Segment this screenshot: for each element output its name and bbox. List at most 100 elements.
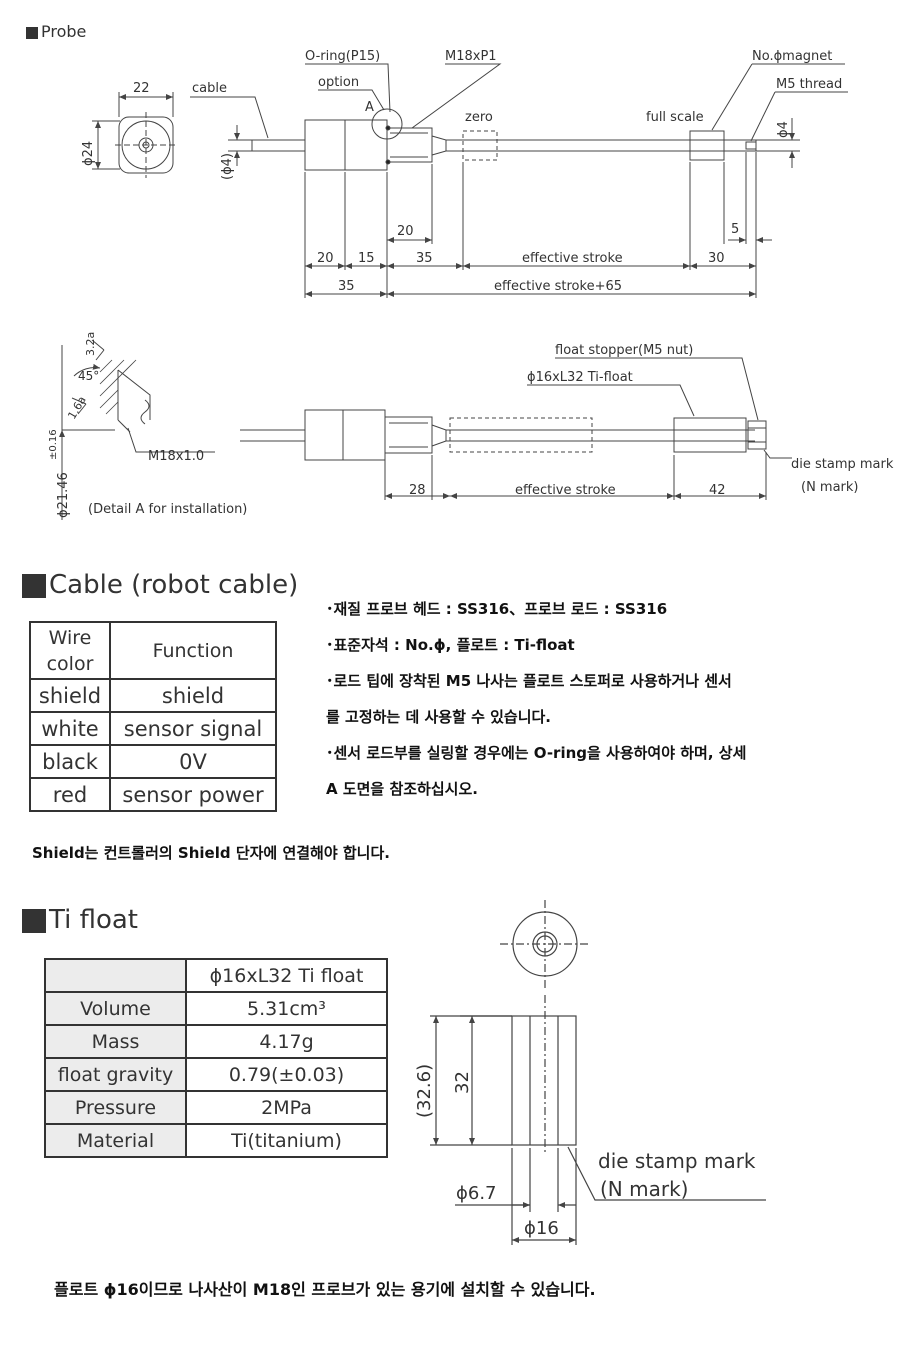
detail-a-caption: (Detail A for installation) <box>88 502 247 517</box>
note-line: ･표준자석 : No.ϕ, 플로트 : Ti-float <box>326 636 575 654</box>
ti-float-drawing: (32.6) 32 die stamp mark (N mark) ϕ6.7 ϕ… <box>414 900 766 1245</box>
wire-color-cell: red <box>29 777 111 812</box>
row-value: 0.79(±0.03) <box>185 1057 388 1092</box>
label-m18x1: M18x1.0 <box>148 449 204 464</box>
dim-phi16: ϕ16 <box>524 1218 559 1239</box>
label-m5-thread: M5 thread <box>776 77 842 92</box>
note-line: A 도면을 참조하십시오. <box>326 780 478 798</box>
wire-color-cell: white <box>29 711 111 746</box>
table-row: shield shield <box>29 678 277 713</box>
dim-5: 5 <box>731 222 739 237</box>
row-label: Mass <box>44 1024 187 1059</box>
table-row: Pressure 2MPa <box>44 1090 388 1125</box>
row-label: Volume <box>44 991 187 1026</box>
ti-float-table-header: ϕ16xL32 Ti float <box>44 958 388 993</box>
table-row: Material Ti(titanium) <box>44 1123 388 1158</box>
label-cable: cable <box>192 81 227 96</box>
note-line: ･재질 프로브 헤드 : SS316、프로브 로드 : SS316 <box>326 600 668 618</box>
float-footer-note: 플로트 ϕ16이므로 나사산이 M18인 프로브가 있는 용기에 설치할 수 있… <box>54 1280 596 1299</box>
square-bullet-icon <box>22 908 46 933</box>
label-a: A <box>365 100 374 115</box>
square-bullet-icon <box>26 26 38 39</box>
label-die-stamp-mark: die stamp mark <box>598 1149 756 1173</box>
cable-section-title: Cable (robot cable) <box>22 570 298 600</box>
label-magnet: No.ϕmagnet <box>752 49 832 64</box>
float-top-view <box>500 900 590 990</box>
label-ti-float: ϕ16xL32 Ti-float <box>527 370 633 385</box>
label-float-stopper: float stopper(M5 nut) <box>555 343 693 358</box>
header-float-spec: ϕ16xL32 Ti float <box>185 958 388 993</box>
dim-35-total: 35 <box>338 279 355 294</box>
dim-effective-stroke: effective stroke <box>522 251 623 266</box>
label-full-scale: full scale <box>646 110 704 125</box>
rough-1-6a: 1.6a <box>65 394 88 421</box>
label-n-mark-float: (N mark) <box>600 1177 688 1201</box>
dim-effective-stroke-2: effective stroke <box>515 483 616 498</box>
ti-float-table: ϕ16xL32 Ti float Volume 5.31cm³ Mass 4.1… <box>44 958 388 1158</box>
angle-45: 45° <box>78 369 99 383</box>
label-m18xp1: M18xP1 <box>445 49 497 64</box>
label-zero: zero <box>465 110 493 125</box>
function-cell: 0V <box>109 744 277 779</box>
dim-42: 42 <box>709 483 726 498</box>
cable-table-header: Wire color Function <box>29 621 277 680</box>
header-wire-color: Wire color <box>29 621 111 680</box>
dim-22: 22 <box>133 81 150 96</box>
dim-phi4-paren: (ϕ4) <box>220 153 235 180</box>
function-cell: sensor signal <box>109 711 277 746</box>
label-die-stamp: die stamp mark <box>791 457 894 472</box>
label-option: option <box>318 75 359 90</box>
dim-tolerance: ±0.16 <box>48 429 59 460</box>
table-row: Mass 4.17g <box>44 1024 388 1059</box>
row-value: 5.31cm³ <box>185 991 388 1026</box>
float-side-view <box>430 995 766 1245</box>
row-value: Ti(titanium) <box>185 1123 388 1158</box>
table-row: black 0V <box>29 744 277 779</box>
dim-20-thread: 20 <box>397 224 414 239</box>
square-bullet-icon <box>22 573 46 598</box>
row-label: Pressure <box>44 1090 187 1125</box>
function-cell: sensor power <box>109 777 277 812</box>
dim-32-6: (32.6) <box>414 1064 435 1118</box>
probe-drawing: cable O-ring(P15) option M18xP1 A zero f… <box>48 49 894 520</box>
dim-phi6-7: ϕ6.7 <box>456 1183 497 1204</box>
table-row: float gravity 0.79(±0.03) <box>44 1057 388 1092</box>
wire-color-cell: shield <box>29 678 111 713</box>
material-notes: ･재질 프로브 헤드 : SS316、프로브 로드 : SS316 ･표준자석 … <box>326 591 746 807</box>
dim-effective-stroke-65: effective stroke+65 <box>494 279 622 294</box>
detail-a-drawing <box>59 339 215 520</box>
note-line: ･로드 팁에 장착된 M5 나사는 플로트 스토퍼로 사용하거나 센서 <box>326 672 732 690</box>
table-row: Volume 5.31cm³ <box>44 991 388 1026</box>
note-line: ･센서 로드부를 실링할 경우에는 O-ring을 사용하여야 하며, 상세 <box>326 744 747 762</box>
dim-phi4: ϕ4 <box>776 121 791 138</box>
dim-28: 28 <box>409 483 426 498</box>
dim-35: 35 <box>416 251 433 266</box>
label-n-mark: (N mark) <box>801 480 859 495</box>
head-end-view <box>92 92 177 178</box>
function-cell: shield <box>109 678 277 713</box>
row-label: Material <box>44 1123 187 1158</box>
note-line: 를 고정하는 데 사용할 수 있습니다. <box>326 708 552 726</box>
rough-3-2a: 3.2a <box>84 332 97 356</box>
dim-phi24: ϕ24 <box>81 141 96 166</box>
shield-note: Shield는 컨트롤러의 Shield 단자에 연결해야 합니다. <box>32 844 390 862</box>
dim-30: 30 <box>708 251 725 266</box>
cable-table: Wire color Function shield shield white … <box>29 621 277 812</box>
row-label: float gravity <box>44 1057 187 1092</box>
probe-side-view <box>190 63 848 298</box>
probe-section-title: Probe <box>26 22 86 41</box>
dim-32: 32 <box>452 1071 473 1094</box>
table-row: white sensor signal <box>29 711 277 746</box>
label-oring: O-ring(P15) <box>305 49 380 64</box>
dim-phi21-46: ϕ21.46 <box>56 472 71 518</box>
cable-title-text: Cable (robot cable) <box>49 570 299 600</box>
ti-float-title-text: Ti float <box>49 905 138 935</box>
assembled-probe-view <box>240 357 792 500</box>
row-value: 4.17g <box>185 1024 388 1059</box>
probe-title-text: Probe <box>41 22 87 41</box>
dim-20: 20 <box>317 251 334 266</box>
dim-15: 15 <box>358 251 375 266</box>
header-empty <box>44 958 187 993</box>
wire-color-cell: black <box>29 744 111 779</box>
table-row: red sensor power <box>29 777 277 812</box>
